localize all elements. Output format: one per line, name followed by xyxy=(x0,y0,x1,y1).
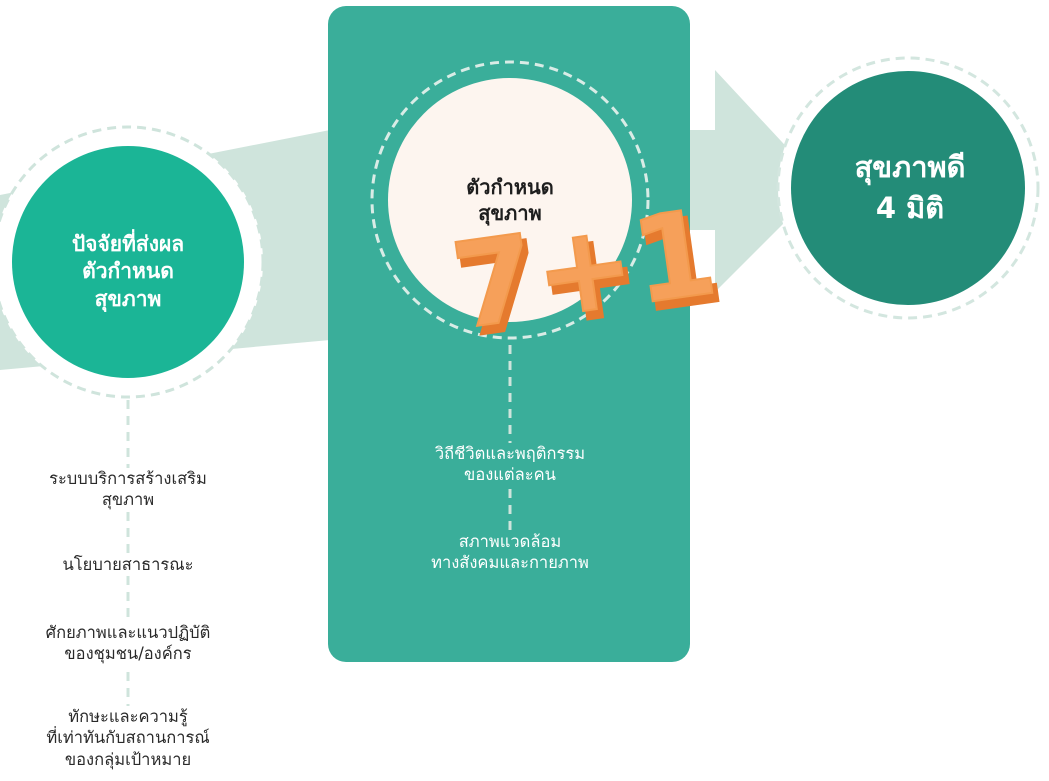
factor-item-line: สุขภาพ xyxy=(101,490,155,510)
determinants-circle-label: ตัวกำหนด สุขภาพ xyxy=(400,165,620,235)
factors-circle xyxy=(12,146,244,378)
determinants-circle xyxy=(388,78,632,322)
determinants-label-line: สุขภาพ xyxy=(478,201,542,225)
determinant-item: วิถีชีวิตและพฤติกรรม ของแต่ละคน xyxy=(380,443,640,486)
factors-circle-label: ปัจจัยที่ส่งผล ตัวกำหนด สุขภาพ xyxy=(28,222,228,322)
factor-item: ทักษะและความรู้ ที่เท่าทันกับสถานการณ์ ข… xyxy=(0,706,256,771)
factor-item-line: ของชุมชน/องค์กร xyxy=(64,644,192,664)
factor-item: ระบบบริการสร้างเสริม สุขภาพ xyxy=(0,468,256,511)
determinant-item-line: ของแต่ละคน xyxy=(464,465,556,485)
determinants-label-line: ตัวกำหนด xyxy=(466,175,554,199)
determinants-circle-ring xyxy=(370,60,650,340)
factor-item-line: ที่เท่าทันกับสถานการณ์ xyxy=(46,728,210,748)
factors-label-line: ปัจจัยที่ส่งผล xyxy=(71,232,185,257)
determinant-item-line: ทางสังคมและกายภาพ xyxy=(431,553,589,573)
factor-item-line: ศักยภาพและแนวปฏิบัติ xyxy=(45,623,211,642)
goal-circle-label: สุขภาพดี 4 มิติ xyxy=(790,138,1030,238)
factors-label-line: ตัวกำหนด xyxy=(82,259,174,284)
factor-item: ศักยภาพและแนวปฏิบัติ ของชุมชน/องค์กร xyxy=(0,622,256,665)
determinant-item-line: สภาพแวดล้อม xyxy=(458,532,562,551)
flow-arrow-head xyxy=(690,70,822,292)
goal-circle xyxy=(791,71,1025,305)
factor-item-line: ทักษะและความรู้ xyxy=(68,707,188,726)
goal-label-line: สุขภาพดี xyxy=(854,150,966,185)
factor-item-line: นโยบายสาธารณะ xyxy=(62,555,194,574)
factor-item-line: ของกลุ่มเป้าหมาย xyxy=(64,749,192,769)
determinant-item: สภาพแวดล้อม ทางสังคมและกายภาพ xyxy=(380,531,640,574)
factor-item: นโยบายสาธารณะ xyxy=(0,554,256,576)
determinant-item-line: วิถีชีวิตและพฤติกรรม xyxy=(434,444,586,463)
factors-label-line: สุขภาพ xyxy=(94,286,162,311)
factor-item-line: ระบบบริการสร้างเสริม xyxy=(49,469,207,488)
goal-label-line: 4 มิติ xyxy=(875,191,945,225)
